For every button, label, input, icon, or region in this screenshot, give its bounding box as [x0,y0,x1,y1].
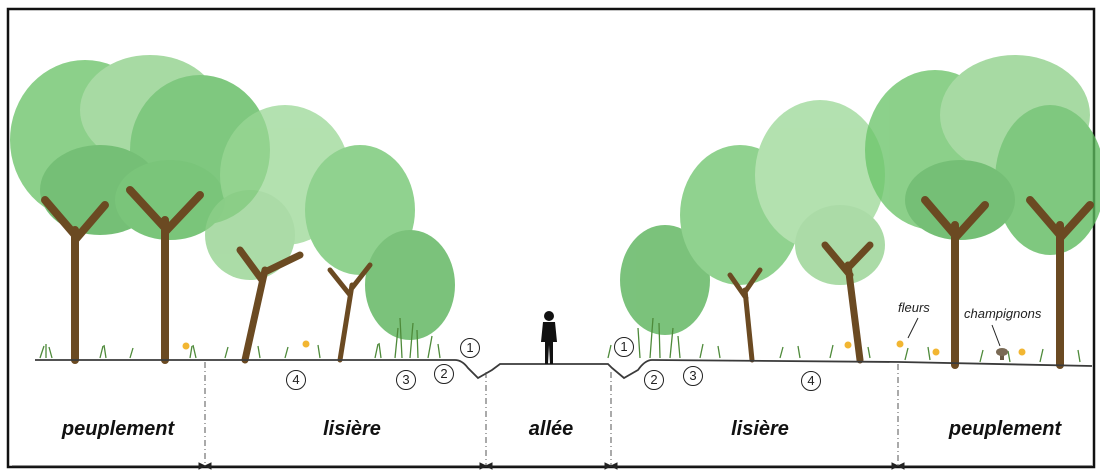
annotation-mushrooms: champignons [964,306,1041,321]
annotation-flowers: fleurs [898,300,930,315]
zone-label-peuplement-left: peuplement [62,418,174,441]
marker-4-left: 4 [286,370,306,390]
zone-label-allee: allée [529,418,573,441]
zone-label-peuplement-right: peuplement [949,418,1061,441]
marker-4-right: 4 [801,371,821,391]
zone-label-lisiere-left: lisière [323,418,381,441]
zone-label-lisiere-right: lisière [731,418,789,441]
marker-1-left: 1 [460,338,480,358]
marker-3-left: 3 [396,370,416,390]
marker-2-left: 2 [434,364,454,384]
marker-3-right: 3 [683,366,703,386]
marker-1-right: 1 [614,337,634,357]
marker-2-right: 2 [644,370,664,390]
